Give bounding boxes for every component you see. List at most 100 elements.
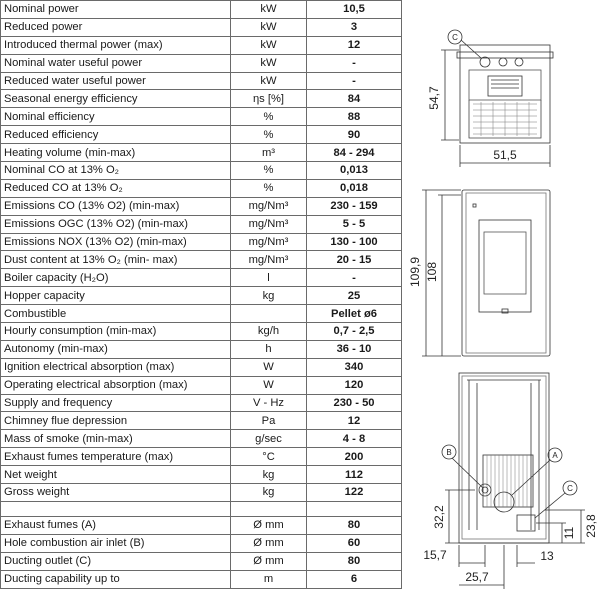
spec-value: 0,013 bbox=[306, 161, 402, 180]
top-marker-c: C bbox=[452, 33, 458, 42]
spec-value: - bbox=[306, 268, 402, 288]
spec-label: Reduced CO at 13% O₂ bbox=[0, 178, 231, 198]
technical-drawings: 54,7 51,5 C 109,9 108 bbox=[408, 29, 598, 589]
spec-unit: W bbox=[230, 357, 307, 377]
spacer-row bbox=[0, 500, 402, 517]
spec-row: Nominal efficiency%88 bbox=[0, 107, 402, 127]
spec-label: Boiler capacity (H₂O) bbox=[0, 268, 231, 288]
spec-value: 10,5 bbox=[306, 0, 402, 19]
spec-value: 340 bbox=[306, 357, 402, 377]
spec-unit: Pa bbox=[230, 411, 307, 431]
spec-unit: mg/Nm³ bbox=[230, 196, 307, 216]
spec-value bbox=[306, 500, 402, 517]
front-view-drawing bbox=[422, 189, 551, 357]
spec-value: - bbox=[306, 71, 402, 91]
spec-label: Emissions OGC (13% O2) (min-max) bbox=[0, 214, 231, 234]
spec-label: Heating volume (min-max) bbox=[0, 143, 231, 163]
spec-value: 4 - 8 bbox=[306, 429, 402, 449]
spec-value: 12 bbox=[306, 35, 402, 55]
spec-unit: Ø mm bbox=[230, 515, 307, 535]
spec-label: Nominal CO at 13% O₂ bbox=[0, 161, 231, 180]
rear-dim-c-height: 23,8 bbox=[584, 514, 598, 538]
spec-value: 122 bbox=[306, 483, 402, 502]
spec-label: Ignition electrical absorption (max) bbox=[0, 357, 231, 377]
spec-value: 60 bbox=[306, 533, 402, 553]
spec-unit: kg bbox=[230, 286, 307, 306]
spec-unit: m bbox=[230, 569, 307, 589]
spec-value: 25 bbox=[306, 286, 402, 306]
rear-marker-c: C bbox=[567, 484, 573, 493]
spec-value: - bbox=[306, 53, 402, 73]
front-total-height-label: 109,9 bbox=[408, 257, 422, 287]
spec-label: Nominal water useful power bbox=[0, 53, 231, 73]
spec-unit: mg/Nm³ bbox=[230, 232, 307, 252]
spec-value: 3 bbox=[306, 17, 402, 37]
spec-unit bbox=[230, 304, 307, 324]
spec-label: Hourly consumption (min-max) bbox=[0, 322, 231, 341]
spec-unit: Ø mm bbox=[230, 533, 307, 553]
spec-label: Seasonal energy efficiency bbox=[0, 89, 231, 109]
spec-value: 112 bbox=[306, 465, 402, 485]
top-width-label: 51,5 bbox=[493, 148, 517, 162]
spec-label bbox=[0, 500, 231, 517]
spec-value: 88 bbox=[306, 107, 402, 127]
rear-dim-c-small: 11 bbox=[562, 526, 576, 539]
spec-value: 80 bbox=[306, 515, 402, 535]
spec-label: Exhaust fumes temperature (max) bbox=[0, 447, 231, 467]
spec-label: Nominal efficiency bbox=[0, 107, 231, 127]
spec-label: Chimney flue depression bbox=[0, 411, 231, 431]
spec-value: 84 - 294 bbox=[306, 143, 402, 163]
spec-label: Nominal power bbox=[0, 0, 231, 19]
spec-value: 90 bbox=[306, 125, 402, 145]
spec-unit: kW bbox=[230, 17, 307, 37]
rear-dim-left: 15,7 bbox=[423, 548, 447, 562]
spec-value: 12 bbox=[306, 411, 402, 431]
spec-label: Supply and frequency bbox=[0, 393, 231, 413]
spec-row: Reduced CO at 13% O₂%0,018 bbox=[0, 178, 402, 198]
spec-value: 200 bbox=[306, 447, 402, 467]
spec-label: Mass of smoke (min-max) bbox=[0, 429, 231, 449]
spec-value: 80 bbox=[306, 551, 402, 571]
spec-label: Emissions NOX (13% O2) (min-max) bbox=[0, 232, 231, 252]
spec-unit: % bbox=[230, 125, 307, 145]
spec-label: Exhaust fumes (A) bbox=[0, 515, 231, 535]
rear-marker-b: B bbox=[446, 448, 451, 457]
spec-label: Hopper capacity bbox=[0, 286, 231, 306]
top-view-drawing bbox=[441, 29, 554, 167]
spec-unit: mg/Nm³ bbox=[230, 214, 307, 234]
rear-dim-c-offset: 13 bbox=[540, 549, 554, 563]
spec-unit: g/sec bbox=[230, 429, 307, 449]
spec-value: 20 - 15 bbox=[306, 250, 402, 270]
spec-unit: m³ bbox=[230, 143, 307, 163]
spec-label: Ducting capability up to bbox=[0, 569, 231, 589]
spec-value: 230 - 50 bbox=[306, 393, 402, 413]
spec-unit: l bbox=[230, 268, 307, 288]
spec-value: 230 - 159 bbox=[306, 196, 402, 216]
spec-value: 130 - 100 bbox=[306, 232, 402, 252]
spec-unit: kg/h bbox=[230, 322, 307, 341]
spec-value: 0,7 - 2,5 bbox=[306, 322, 402, 341]
front-body-height-label: 108 bbox=[425, 262, 439, 282]
spec-unit: % bbox=[230, 161, 307, 180]
spec-label: Autonomy (min-max) bbox=[0, 339, 231, 359]
spec-value: 36 - 10 bbox=[306, 339, 402, 359]
spec-unit: °C bbox=[230, 447, 307, 467]
